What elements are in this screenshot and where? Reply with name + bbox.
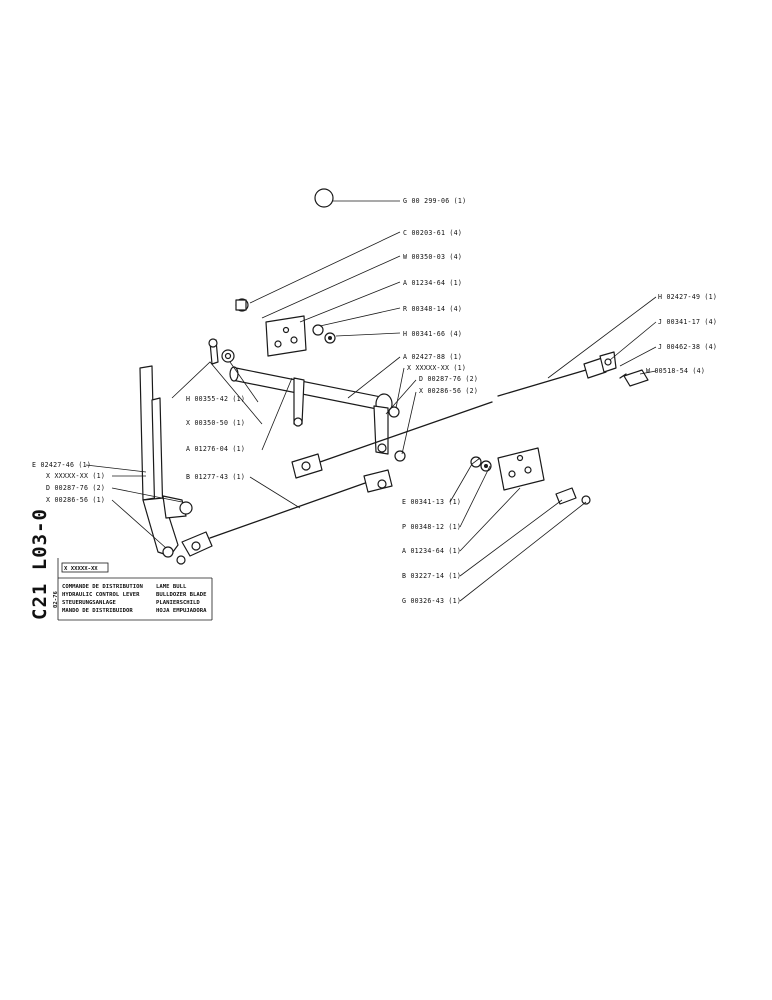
part-label: E 00341-13 (1) (402, 498, 461, 506)
upper-control-rod (291, 401, 493, 479)
upper-plate-assembly (235, 298, 336, 357)
part-label: D 00287-76 (2) (419, 375, 478, 383)
part-label: C 00203-61 (4) (403, 229, 462, 237)
lever-arm (139, 365, 193, 565)
part-label: B 01277-43 (1) (186, 473, 245, 481)
title-right-row-4: HOJA EMPUJADORA (156, 608, 207, 614)
control-lever (144, 188, 334, 370)
pin-and-washer (208, 338, 235, 365)
part-label: P 00348-12 (1) (402, 523, 461, 531)
lever-knob (314, 188, 334, 208)
title-ref-box: X XXXXX-XX (64, 566, 98, 572)
part-label: R 00348-14 (4) (403, 305, 462, 313)
part-labels: G 00 299-06 (1) C 00203-61 (4) W 00350-0… (32, 197, 717, 605)
part-label: B 03227-14 (1) (402, 572, 461, 580)
title-right-row-2: BULLDOZER BLADE (156, 592, 207, 598)
part-label: H 00355-42 (1) (186, 395, 245, 403)
part-label: X XXXXX-XX (1) (46, 472, 105, 480)
part-label: J 00462-38 (4) (658, 343, 717, 351)
part-label: X 00286-56 (2) (419, 387, 478, 395)
part-label: G 00 299-06 (1) (403, 197, 466, 205)
valve-rod (497, 351, 649, 397)
title-left-row-2: HYDRAULIC CONTROL LEVER (62, 592, 140, 598)
lower-control-rod (181, 469, 393, 557)
part-label: W 00518-54 (4) (646, 367, 705, 375)
part-label: D 00287-76 (2) (46, 484, 105, 492)
sheet-code: C21 L03-0 02-76 (29, 508, 59, 620)
part-label: J 00341-17 (4) (658, 318, 717, 326)
part-label: G 00326-43 (1) (402, 597, 461, 605)
part-label: W 00350-03 (4) (403, 253, 462, 261)
part-label: X 00286-56 (1) (46, 496, 105, 504)
title-left-row-3: STEUERUNGSANLAGE (62, 600, 116, 606)
page-code: C21 L03-0 (29, 508, 51, 620)
title-block: X XXXXX-XX COMMANDE DE DISTRIBUTION LAME… (57, 558, 213, 621)
part-label: A 01234-64 (1) (402, 547, 461, 555)
title-right-row-1: LAME BULL (156, 584, 187, 590)
part-label: A 02427-88 (1) (403, 353, 462, 361)
revision-date: 02-76 (53, 591, 59, 608)
lower-plate-assembly (470, 447, 591, 505)
part-label: A 01276-04 (1) (186, 445, 245, 453)
title-right-row-3: PLANIERSCHILD (156, 600, 200, 606)
title-left-row-4: MANDO DE DISTRIBUIDOR (62, 608, 133, 614)
exploded-assembly-drawing (85, 188, 657, 602)
part-label: A 01234-64 (1) (403, 279, 462, 287)
leader-lines (85, 200, 657, 602)
title-left-row-1: COMMANDE DE DISTRIBUTION (62, 584, 143, 590)
part-label: X 00350-50 (1) (186, 419, 245, 427)
cross-shaft (229, 366, 406, 462)
part-label: H 02427-49 (1) (658, 293, 717, 301)
part-label: H 00341-66 (4) (403, 330, 462, 338)
part-label: X XXXXX-XX (1) (407, 364, 466, 372)
part-label: E 02427-46 (1) (32, 461, 91, 469)
